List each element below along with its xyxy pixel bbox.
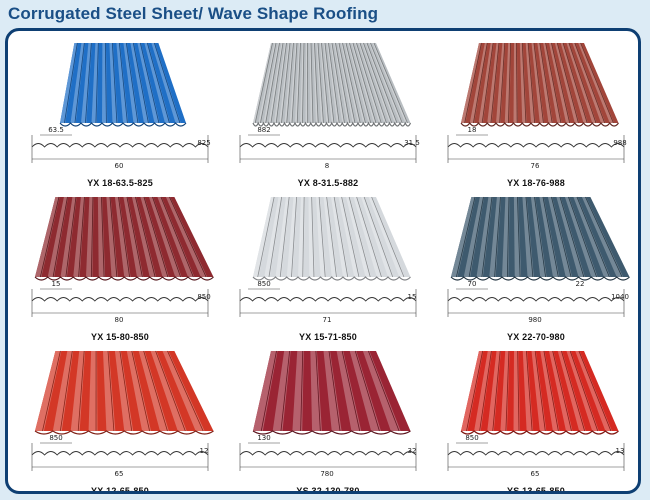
sheet-illustration: 780 130 32 xyxy=(239,350,417,478)
dimension-label: 22 xyxy=(576,280,585,288)
dimension-label: 31.5 xyxy=(404,139,420,147)
dimension-label: 65 xyxy=(531,470,540,478)
roofing-sheet xyxy=(34,350,214,435)
profile-diagram: 76 18 988 xyxy=(447,126,627,170)
profile-diagram: 60 63.5 825 xyxy=(31,126,211,170)
sheet-illustration: 76 18 988 xyxy=(447,42,627,170)
roofing-sheet xyxy=(252,196,411,281)
dimension-label: 130 xyxy=(257,434,270,442)
product-code: YX 15-80-850 xyxy=(91,332,149,342)
profile-diagram: 80 15 850 xyxy=(31,280,211,324)
dimension-label: 18 xyxy=(468,126,477,134)
product-grid: 60 63.5 825 YX 18-63.5-825 8 882 31.5 YX 8-31.5… xyxy=(5,28,641,494)
profile-diagram: 780 130 32 xyxy=(239,434,417,478)
profile-diagram: 980 70 1040 22 xyxy=(447,280,629,324)
dimension-label: 80 xyxy=(115,316,124,324)
roofing-sheet xyxy=(252,42,412,127)
dimension-label: 850 xyxy=(257,280,270,288)
dimension-label: 15 xyxy=(408,293,417,301)
profile-diagram: 71 850 15 xyxy=(239,280,417,324)
dimension-label: 825 xyxy=(197,139,210,147)
page-title: Corrugated Steel Sheet/ Wave Shape Roofi… xyxy=(8,4,379,23)
sheet-illustration: 980 70 1040 22 xyxy=(447,196,630,324)
dimension-label: 882 xyxy=(257,126,270,134)
product-card: 80 15 850 YX 15-80-850 xyxy=(14,189,226,342)
dimension-label: 71 xyxy=(323,316,332,324)
sheet-illustration: 65 850 12 xyxy=(31,350,214,478)
product-card: 71 850 15 YX 15-71-850 xyxy=(222,189,434,342)
profile-diagram: 65 850 12 xyxy=(31,434,209,478)
dimension-label: 850 xyxy=(197,293,210,301)
dimension-label: 780 xyxy=(320,470,333,478)
product-card: 60 63.5 825 YX 18-63.5-825 xyxy=(14,35,226,188)
product-card: 8 882 31.5 YX 8-31.5-882 xyxy=(222,35,434,188)
profile-diagram: 8 882 31.5 xyxy=(239,126,420,170)
product-code: YX 18-76-988 xyxy=(507,178,565,188)
product-code: YX 12-65-850 xyxy=(91,486,149,494)
product-code: YS 32-130-780 xyxy=(296,486,360,494)
product-card: 65 850 13 YS 13-65-850 xyxy=(430,343,638,494)
dimension-label: 8 xyxy=(325,162,329,170)
dimension-label: 850 xyxy=(465,434,478,442)
product-card: 780 130 32 YS 32-130-780 xyxy=(222,343,434,494)
dimension-label: 850 xyxy=(49,434,62,442)
product-card: 76 18 988 YX 18-76-988 xyxy=(430,35,638,188)
roofing-sheet xyxy=(34,196,214,281)
product-code: YS 13-65-850 xyxy=(507,486,565,494)
dimension-label: 1040 xyxy=(611,293,629,301)
roofing-sheet xyxy=(460,42,619,127)
product-code: YX 15-71-850 xyxy=(299,332,357,342)
dimension-label: 65 xyxy=(115,470,124,478)
dimension-label: 13 xyxy=(616,447,625,455)
roofing-sheet xyxy=(252,350,411,435)
dimension-label: 980 xyxy=(528,316,541,324)
roofing-sheet xyxy=(59,42,187,127)
product-card: 980 70 1040 22 YX 22-70-980 xyxy=(430,189,638,342)
dimension-label: 15 xyxy=(52,280,61,288)
roofing-sheet xyxy=(450,196,630,281)
dimension-label: 988 xyxy=(613,139,626,147)
dimension-label: 63.5 xyxy=(48,126,64,134)
sheet-illustration: 60 63.5 825 xyxy=(31,42,211,170)
sheet-illustration: 80 15 850 xyxy=(31,196,214,324)
sheet-illustration: 65 850 13 xyxy=(447,350,625,478)
product-card: 65 850 12 YX 12-65-850 xyxy=(14,343,226,494)
dimension-label: 76 xyxy=(531,162,540,170)
roofing-sheet xyxy=(460,350,619,435)
dimension-label: 60 xyxy=(115,162,124,170)
dimension-label: 32 xyxy=(408,447,417,455)
profile-diagram: 65 850 13 xyxy=(447,434,625,478)
product-code: YX 18-63.5-825 xyxy=(87,178,153,188)
sheet-illustration: 8 882 31.5 xyxy=(239,42,420,170)
product-code: YX 22-70-980 xyxy=(507,332,565,342)
sheet-illustration: 71 850 15 xyxy=(239,196,417,324)
dimension-label: 12 xyxy=(200,447,209,455)
dimension-label: 70 xyxy=(468,280,477,288)
product-code: YX 8-31.5-882 xyxy=(297,178,359,188)
